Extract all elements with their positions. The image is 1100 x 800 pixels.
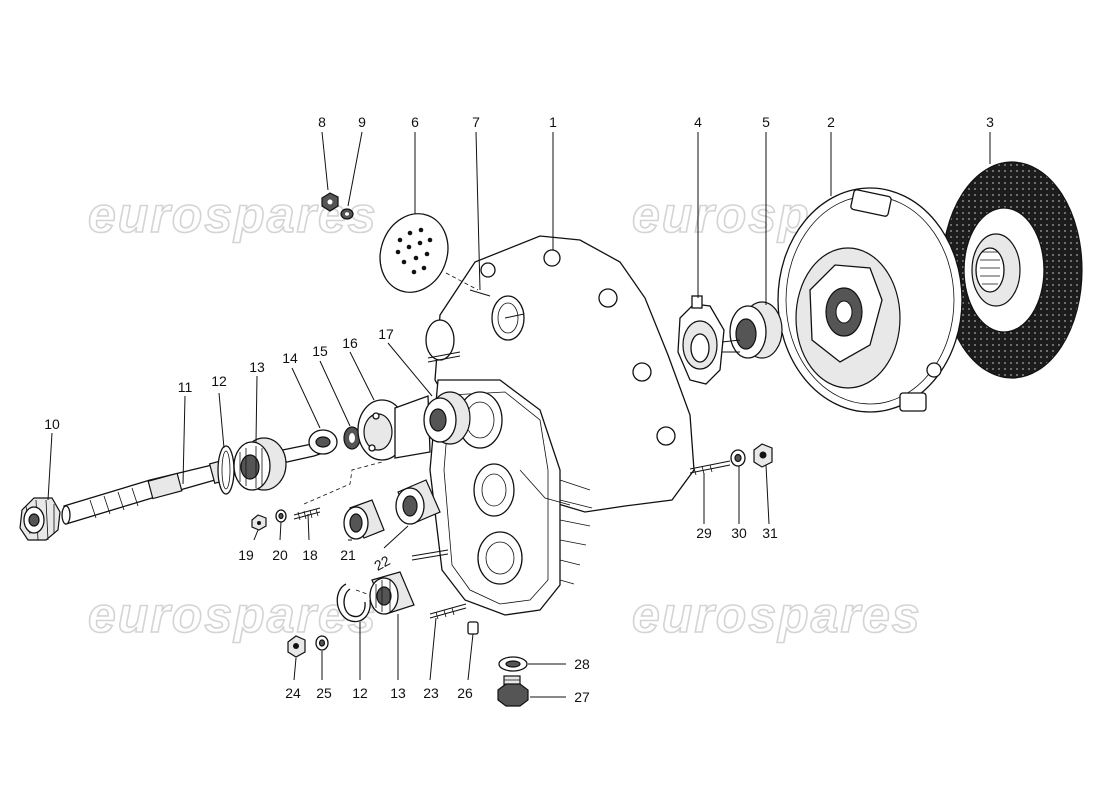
cover-plate xyxy=(379,213,479,293)
stud-part-18 xyxy=(293,507,321,521)
nut-part-31 xyxy=(753,443,773,468)
release-fork xyxy=(677,295,741,385)
callout-28: 28 xyxy=(574,656,590,672)
callout-13-lower: 13 xyxy=(390,685,406,701)
ring-part-14 xyxy=(308,429,338,455)
bearing-carrier xyxy=(357,395,431,461)
seal-part-15 xyxy=(343,426,361,450)
callout-5: 5 xyxy=(762,114,770,130)
watermark-text: eurospares xyxy=(88,587,378,643)
callout-3: 3 xyxy=(986,114,994,130)
nut-part-8 xyxy=(321,192,339,212)
callout-2: 2 xyxy=(827,114,835,130)
clutch-housing xyxy=(411,235,695,616)
callout-8: 8 xyxy=(318,114,326,130)
callout-15: 15 xyxy=(312,343,328,359)
stud-part-29 xyxy=(689,460,731,476)
callout-12-lower: 12 xyxy=(352,685,368,701)
leader-lines xyxy=(47,131,991,698)
callout-29: 29 xyxy=(696,525,712,541)
callout-20: 20 xyxy=(272,547,288,563)
stud-part-23 xyxy=(429,603,467,620)
washer-part-25 xyxy=(315,635,329,651)
callout-numbers: 1 2 3 4 5 6 7 8 9 10 11 12 13 14 15 16 1… xyxy=(44,114,994,705)
callout-19: 19 xyxy=(238,547,254,563)
shaft-nut xyxy=(19,497,61,541)
callout-23: 23 xyxy=(423,685,439,701)
washer-part-20 xyxy=(275,509,287,523)
callout-16: 16 xyxy=(342,335,358,351)
watermark-text: eurospares xyxy=(632,587,922,643)
callout-24: 24 xyxy=(285,685,301,701)
washer-part-30 xyxy=(730,449,746,467)
callout-13: 13 xyxy=(249,359,265,375)
bearing-upper xyxy=(233,437,287,491)
callout-10: 10 xyxy=(44,416,60,432)
callout-11: 11 xyxy=(178,379,193,395)
gasket-part-28 xyxy=(498,656,528,672)
callout-12: 12 xyxy=(211,373,227,389)
callout-17: 17 xyxy=(378,326,394,342)
callout-21: 21 xyxy=(340,547,356,563)
bearing-lower xyxy=(369,571,415,615)
callout-31: 31 xyxy=(762,525,778,541)
drain-plug xyxy=(497,675,529,707)
release-bearing xyxy=(729,301,783,359)
clutch-disc xyxy=(941,161,1083,379)
callout-18: 18 xyxy=(302,547,318,563)
callout-14: 14 xyxy=(282,350,298,366)
parts xyxy=(19,161,1083,707)
callout-9: 9 xyxy=(358,114,366,130)
bushing xyxy=(395,479,441,525)
callout-26: 26 xyxy=(457,685,473,701)
callout-22: 22 xyxy=(371,552,392,574)
needle-bearing xyxy=(343,499,385,540)
pressure-plate xyxy=(777,187,963,413)
callout-30: 30 xyxy=(731,525,747,541)
callout-25: 25 xyxy=(316,685,332,701)
callout-4: 4 xyxy=(694,114,702,130)
callout-1: 1 xyxy=(549,114,557,130)
circlip-upper xyxy=(217,445,235,495)
circlip-lower xyxy=(336,583,371,623)
input-shaft xyxy=(61,439,333,525)
dowel-part-26 xyxy=(467,621,479,635)
callout-7: 7 xyxy=(472,114,480,130)
flange-part-17 xyxy=(423,391,471,445)
callout-6: 6 xyxy=(411,114,419,130)
callout-27: 27 xyxy=(574,689,590,705)
nut-part-19 xyxy=(251,514,267,531)
washer-part-9 xyxy=(340,208,354,220)
nut-part-24 xyxy=(287,635,306,658)
